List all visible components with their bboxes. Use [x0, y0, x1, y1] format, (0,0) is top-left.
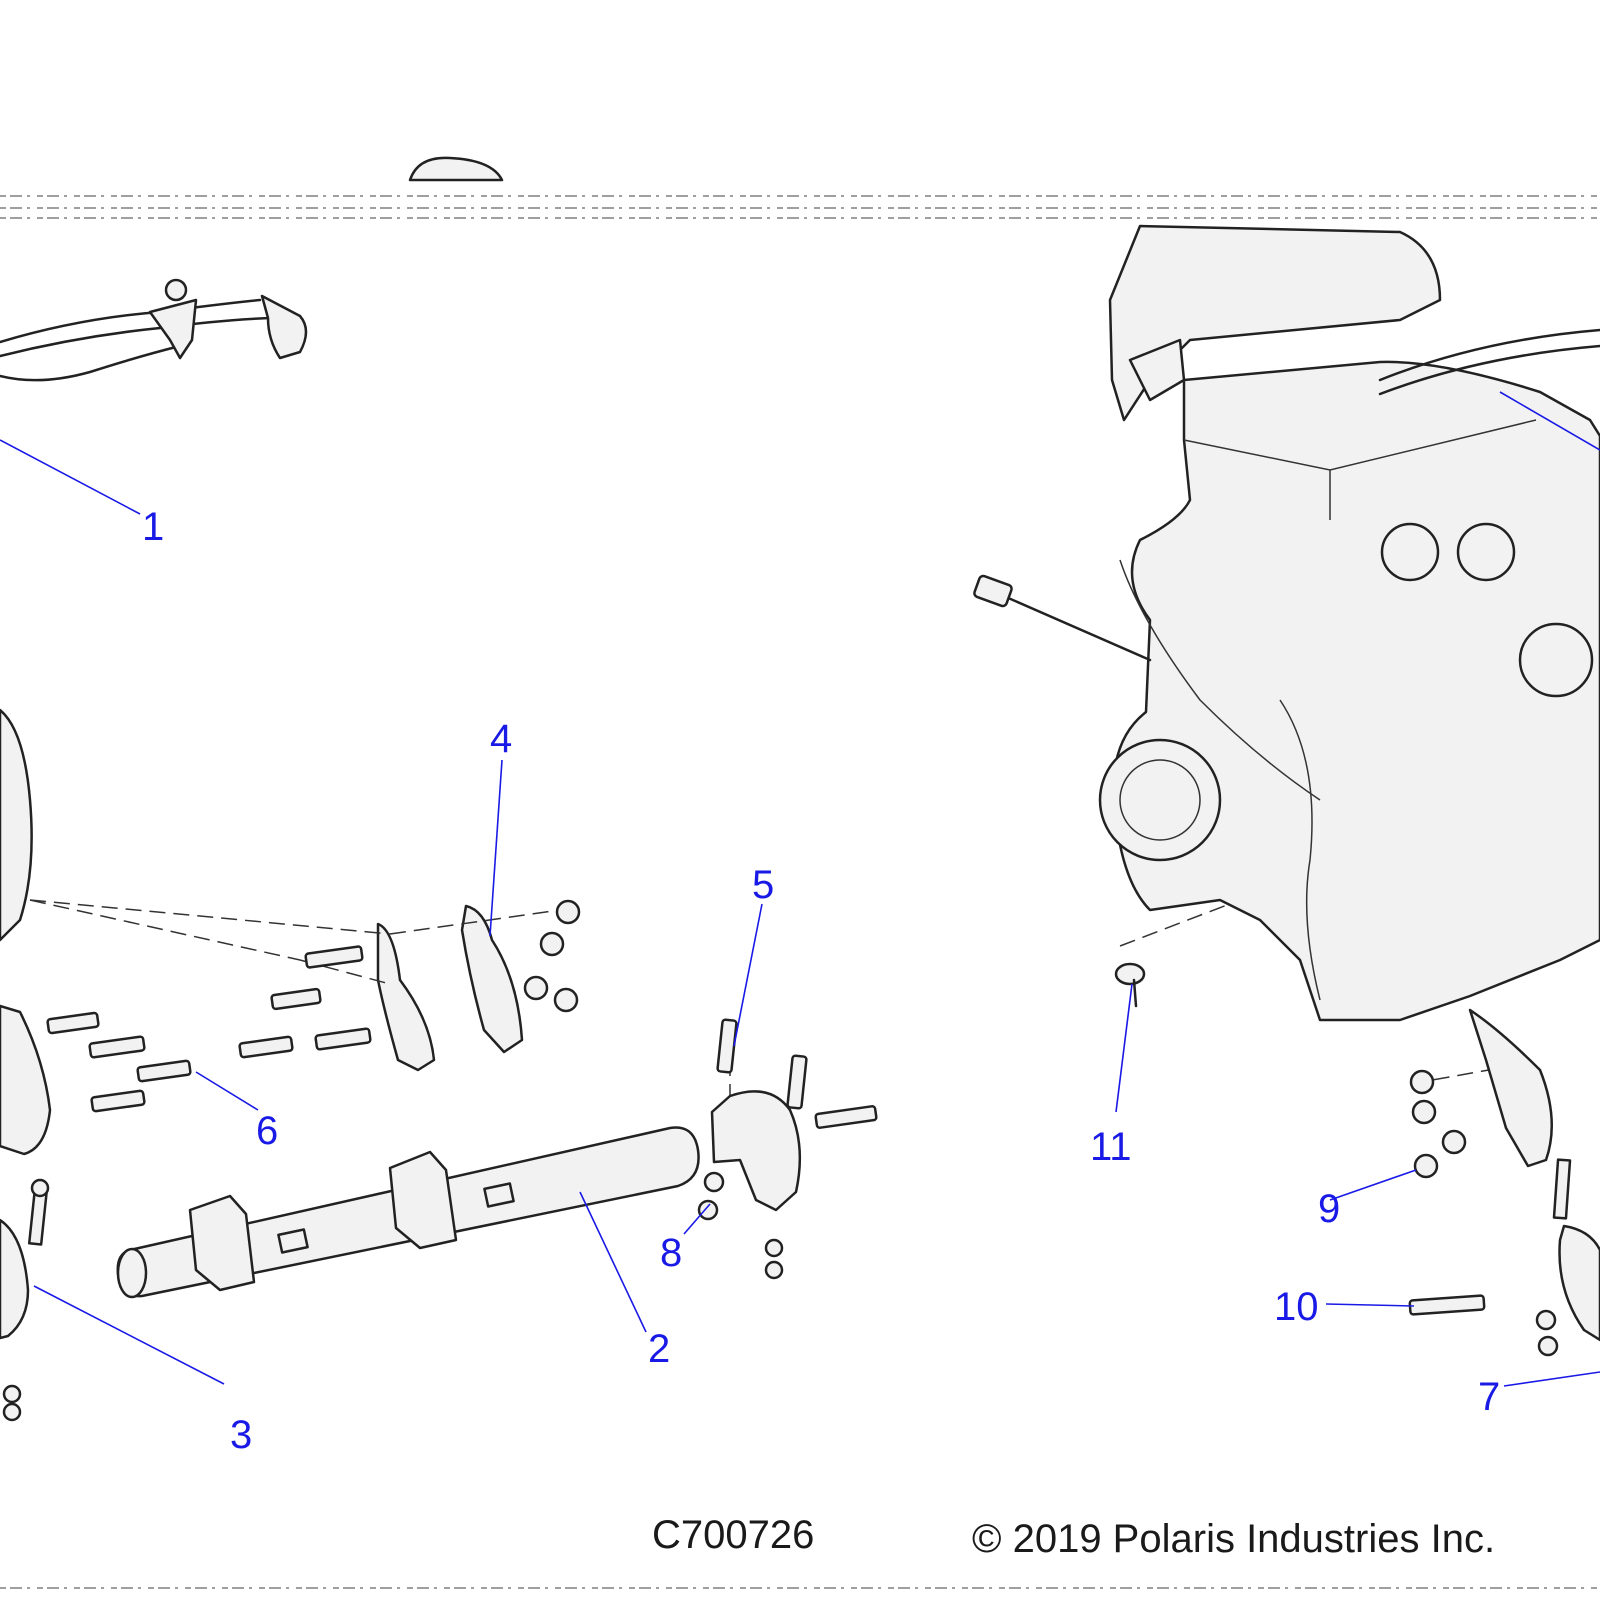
mount-center — [710, 1090, 802, 1212]
callout-10: 10 — [1274, 1285, 1319, 1329]
callout-2: 2 — [648, 1327, 670, 1371]
callout-3: 3 — [230, 1413, 252, 1457]
clamp — [1114, 962, 1146, 1008]
left-partial-brackets — [0, 708, 52, 1156]
bolt-10 — [1408, 1294, 1486, 1316]
callout-6: 6 — [256, 1109, 278, 1153]
callout-1: 1 — [142, 505, 164, 549]
callout-11: 11 — [1090, 1125, 1132, 1169]
mount-left — [0, 1178, 50, 1422]
callout-5: 5 — [752, 863, 774, 907]
callout-4: 4 — [490, 717, 512, 761]
drawing-number: C700726 — [652, 1513, 814, 1557]
wire-harness — [0, 278, 308, 382]
copyright-notice: © 2019 Polaris Industries Inc. — [972, 1517, 1495, 1561]
nuts — [523, 899, 1559, 1357]
axle-tube — [116, 1126, 700, 1299]
leader-lines — [0, 391, 1600, 1387]
engine-assembly — [973, 224, 1600, 1342]
scan-noise-top — [0, 195, 1600, 219]
partial-bracket-top — [408, 156, 504, 182]
mount-brackets — [376, 904, 524, 1072]
bolts — [46, 945, 878, 1129]
callout-8: 8 — [660, 1231, 682, 1275]
callout-7: 7 — [1478, 1375, 1500, 1419]
callout-9: 9 — [1318, 1187, 1340, 1231]
